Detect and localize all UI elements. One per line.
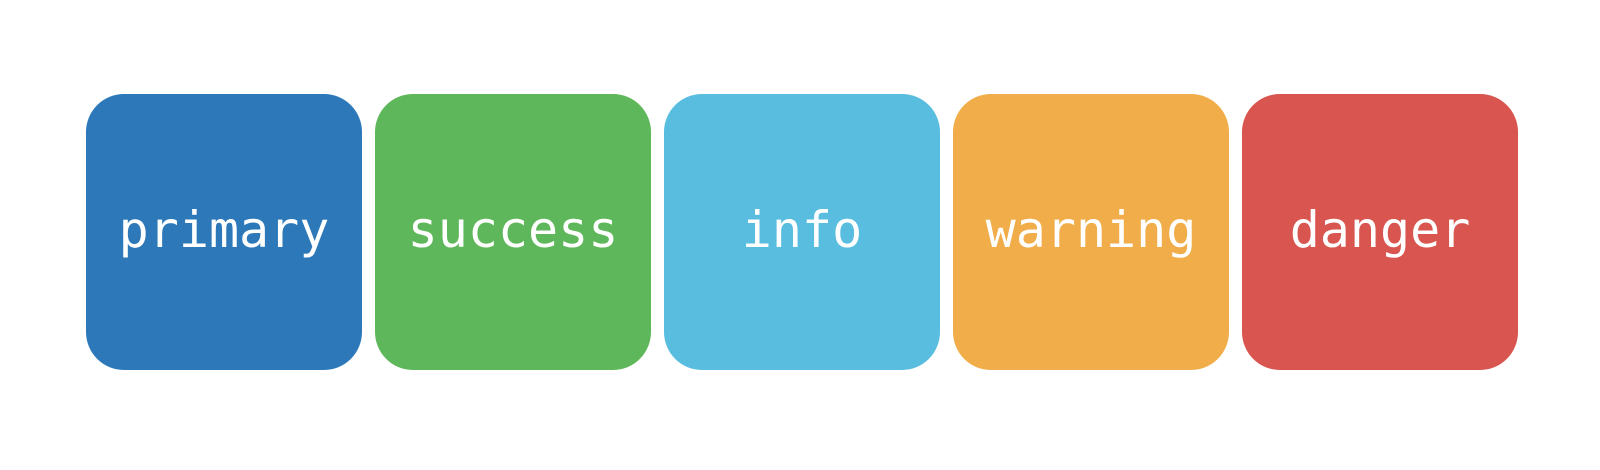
swatch-label-primary: primary [118, 201, 330, 259]
swatch-warning: warning [953, 94, 1229, 370]
swatch-primary: primary [86, 94, 362, 370]
swatch-success: success [375, 94, 651, 370]
swatch-info: info [664, 94, 940, 370]
swatch-label-success: success [407, 201, 619, 259]
swatch-label-danger: danger [1289, 201, 1471, 259]
swatch-label-info: info [741, 201, 863, 259]
swatch-label-warning: warning [985, 201, 1197, 259]
swatch-danger: danger [1242, 94, 1518, 370]
color-swatch-row: primary success info warning danger [86, 94, 1518, 370]
